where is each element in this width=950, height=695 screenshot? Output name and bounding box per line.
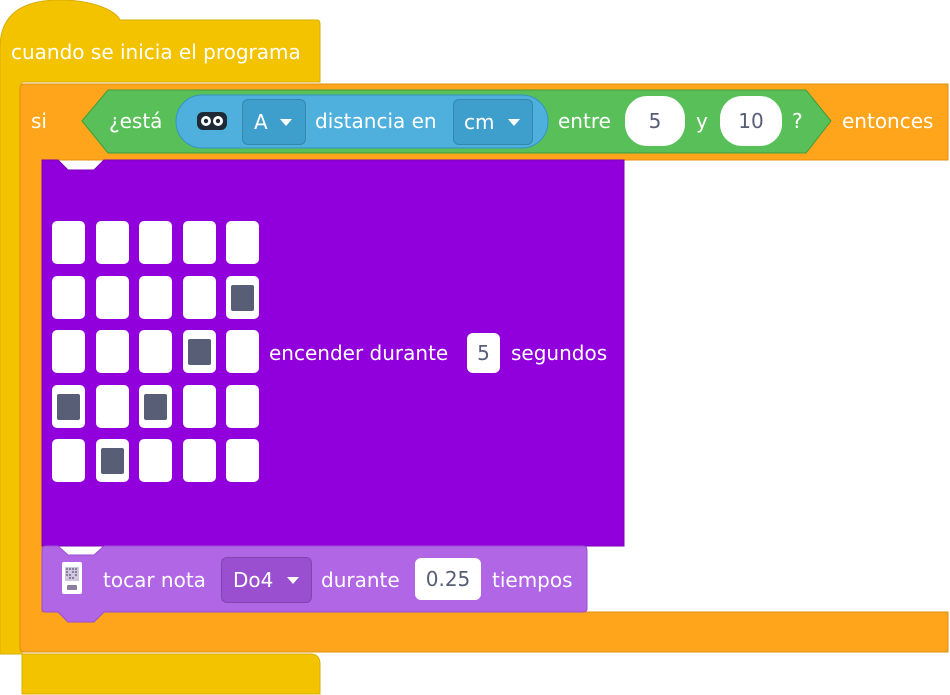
led-on-indicator: [144, 394, 167, 420]
led-cell[interactable]: [139, 385, 172, 428]
led-cell[interactable]: [52, 385, 85, 428]
unit-dropdown[interactable]: cm: [453, 99, 533, 145]
chevron-down-icon: [508, 119, 520, 126]
led-cell[interactable]: [183, 385, 216, 428]
question-label: ¿está: [109, 109, 163, 133]
beats-unit-label: tiempos: [492, 568, 573, 592]
led-cell[interactable]: [139, 276, 172, 319]
led-cell[interactable]: [226, 221, 259, 264]
led-cell[interactable]: [96, 439, 129, 482]
and-label: y: [696, 109, 708, 133]
hat-block[interactable]: [0, 0, 321, 695]
led-cell[interactable]: [139, 439, 172, 482]
led-cell[interactable]: [96, 221, 129, 264]
led-cell[interactable]: [96, 385, 129, 428]
hat-block-label: cuando se inicia el programa: [11, 40, 301, 64]
distance-label: distancia en: [315, 109, 437, 133]
led-cell[interactable]: [183, 276, 216, 319]
during-label: durante: [321, 568, 400, 592]
led-cell[interactable]: [52, 439, 85, 482]
led-cell[interactable]: [183, 439, 216, 482]
sound-hub-icon: [61, 561, 83, 595]
led-cell[interactable]: [52, 330, 85, 373]
led-cell[interactable]: [139, 221, 172, 264]
chevron-down-icon: [280, 119, 292, 126]
then-label: entonces: [842, 109, 934, 133]
port-value: A: [254, 110, 268, 134]
beats-input[interactable]: 0.25: [415, 558, 481, 600]
seconds-unit-label: segundos: [511, 341, 608, 365]
led-cell[interactable]: [96, 276, 129, 319]
unit-value: cm: [464, 110, 495, 134]
led-cell[interactable]: [52, 276, 85, 319]
led-on-indicator: [101, 448, 124, 474]
led-cell[interactable]: [226, 330, 259, 373]
play-note-label: tocar nota: [103, 568, 206, 592]
min-distance-input[interactable]: 5: [625, 96, 685, 146]
led-cell[interactable]: [226, 439, 259, 482]
question-mark: ?: [792, 109, 803, 133]
note-dropdown[interactable]: Do4: [221, 557, 312, 603]
led-on-indicator: [231, 285, 254, 311]
led-cell[interactable]: [139, 330, 172, 373]
port-dropdown[interactable]: A: [242, 99, 306, 145]
led-cell[interactable]: [96, 330, 129, 373]
distance-sensor-icon: [196, 109, 228, 133]
seconds-input[interactable]: 5: [467, 333, 500, 373]
led-on-indicator: [57, 394, 80, 420]
led-on-indicator: [188, 339, 211, 365]
led-cell[interactable]: [183, 221, 216, 264]
between-label: entre: [558, 109, 611, 133]
max-distance-input[interactable]: 10: [720, 96, 782, 146]
led-cell[interactable]: [226, 276, 259, 319]
light-action-label: encender durante: [269, 341, 449, 365]
led-cell[interactable]: [52, 221, 85, 264]
chevron-down-icon: [287, 577, 299, 584]
led-cell[interactable]: [226, 385, 259, 428]
note-value: Do4: [233, 568, 274, 592]
led-cell[interactable]: [183, 330, 216, 373]
if-label: si: [31, 109, 47, 133]
